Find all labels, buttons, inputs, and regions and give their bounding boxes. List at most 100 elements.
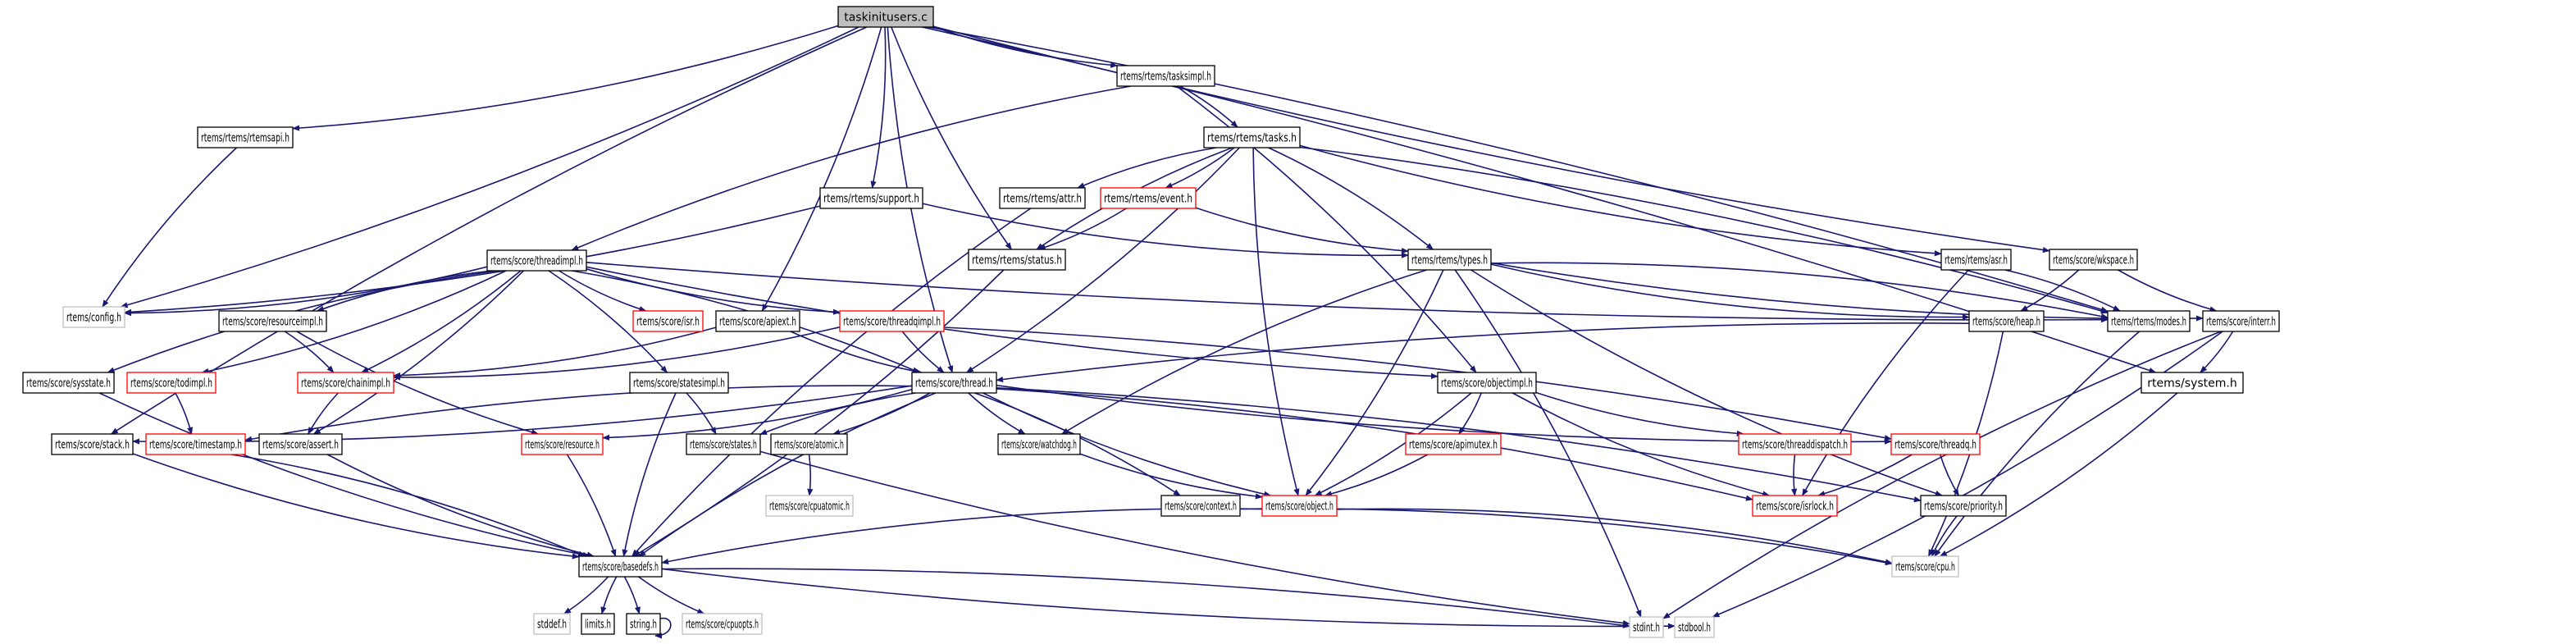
node-box[interactable] — [1891, 555, 1959, 578]
node-isr[interactable]: rtems/score/isr.h — [632, 310, 704, 332]
node-box[interactable] — [1738, 433, 1852, 455]
node-context[interactable]: rtems/score/context.h — [1160, 495, 1241, 517]
node-stdbool[interactable]: stdbool.h — [1674, 616, 1715, 638]
node-todimpl[interactable]: rtems/score/todimpl.h — [126, 372, 217, 394]
node-box[interactable] — [1407, 249, 1492, 271]
node-box[interactable] — [626, 613, 661, 635]
node-basedefs[interactable]: rtems/score/basedefs.h — [578, 555, 663, 578]
node-stack[interactable]: rtems/score/stack.h — [51, 433, 134, 455]
node-isrlock[interactable]: rtems/score/isrlock.h — [1752, 495, 1838, 517]
node-stddef[interactable]: stddef.h — [533, 613, 571, 635]
node-box[interactable] — [819, 187, 923, 209]
node-box[interactable] — [997, 433, 1081, 455]
node-box[interactable] — [837, 6, 934, 28]
node-stdint[interactable]: stdint.h — [1629, 616, 1664, 638]
node-box[interactable] — [2049, 249, 2138, 271]
node-box[interactable] — [1890, 433, 1981, 455]
node-statesimpl[interactable]: rtems/score/statesimpl.h — [629, 372, 729, 394]
node-box[interactable] — [1940, 249, 2012, 271]
node-chainimpl[interactable]: rtems/score/chainimpl.h — [297, 372, 394, 394]
node-thread[interactable]: rtems/score/thread.h — [911, 372, 997, 394]
node-wkspace[interactable]: rtems/score/wkspace.h — [2049, 249, 2138, 271]
node-box[interactable] — [22, 372, 115, 394]
node-box[interactable] — [999, 187, 1086, 209]
node-box[interactable] — [632, 310, 704, 332]
node-box[interactable] — [62, 306, 125, 328]
node-box[interactable] — [1160, 495, 1241, 517]
node-box[interactable] — [770, 433, 848, 455]
node-resourceimpl[interactable]: rtems/score/resourceimpl.h — [218, 310, 327, 332]
node-states[interactable]: rtems/score/states.h — [686, 433, 761, 455]
node-threaddispatch[interactable]: rtems/score/threaddispatch.h — [1738, 433, 1852, 455]
node-config[interactable]: rtems/config.h — [62, 306, 125, 328]
node-status[interactable]: rtems/rtems/status.h — [968, 249, 1066, 271]
node-box[interactable] — [968, 249, 1066, 271]
node-box[interactable] — [1116, 65, 1215, 87]
node-box[interactable] — [1437, 372, 1537, 394]
node-atomic[interactable]: rtems/score/atomic.h — [770, 433, 848, 455]
node-sysstate[interactable]: rtems/score/sysstate.h — [22, 372, 115, 394]
node-apimutex[interactable]: rtems/score/apimutex.h — [1405, 433, 1502, 455]
node-support[interactable]: rtems/rtems/support.h — [819, 187, 923, 209]
node-root[interactable]: taskinitusers.c — [837, 6, 934, 28]
node-rtemsapi[interactable]: rtems/rtems/rtemsapi.h — [197, 126, 294, 148]
node-timestamp[interactable]: rtems/score/timestamp.h — [145, 433, 246, 455]
node-box[interactable] — [581, 613, 615, 635]
node-box[interactable] — [911, 372, 997, 394]
node-modes[interactable]: rtems/rtems/modes.h — [2107, 310, 2191, 332]
node-box[interactable] — [1261, 495, 1338, 517]
node-tasksimpl[interactable]: rtems/rtems/tasksimpl.h — [1116, 65, 1215, 87]
node-cpuatomic[interactable]: rtems/score/cpuatomic.h — [765, 495, 854, 517]
node-box[interactable] — [1100, 187, 1197, 209]
node-cpu[interactable]: rtems/score/cpu.h — [1891, 555, 1959, 578]
node-box[interactable] — [521, 433, 604, 455]
node-box[interactable] — [629, 372, 729, 394]
node-object[interactable]: rtems/score/object.h — [1261, 495, 1338, 517]
node-box[interactable] — [258, 433, 343, 455]
node-box[interactable] — [839, 310, 945, 332]
node-box[interactable] — [1968, 310, 2045, 332]
node-box[interactable] — [126, 372, 217, 394]
node-box[interactable] — [1203, 126, 1301, 148]
node-box[interactable] — [1629, 616, 1664, 638]
node-apiext[interactable]: rtems/score/apiext.h — [715, 310, 800, 332]
node-event[interactable]: rtems/rtems/event.h — [1100, 187, 1197, 209]
node-string[interactable]: string.h — [626, 613, 661, 635]
node-threadqimpl[interactable]: rtems/score/threadqimpl.h — [839, 310, 945, 332]
node-box[interactable] — [686, 433, 761, 455]
node-priority[interactable]: rtems/score/priority.h — [1920, 495, 2007, 517]
node-box[interactable] — [1752, 495, 1838, 517]
node-box[interactable] — [2107, 310, 2191, 332]
node-heap[interactable]: rtems/score/heap.h — [1968, 310, 2045, 332]
node-box[interactable] — [51, 433, 134, 455]
node-box[interactable] — [1405, 433, 1502, 455]
node-box[interactable] — [145, 433, 246, 455]
node-box[interactable] — [218, 310, 327, 332]
node-box[interactable] — [486, 249, 587, 272]
node-asr[interactable]: rtems/rtems/asr.h — [1940, 249, 2012, 271]
node-interr[interactable]: rtems/score/interr.h — [2202, 310, 2280, 332]
node-box[interactable] — [2202, 310, 2280, 332]
node-types[interactable]: rtems/rtems/types.h — [1407, 249, 1492, 271]
node-box[interactable] — [765, 495, 854, 517]
node-tasks[interactable]: rtems/rtems/tasks.h — [1203, 126, 1301, 148]
node-threadq[interactable]: rtems/score/threadq.h — [1890, 433, 1981, 455]
node-resource[interactable]: rtems/score/resource.h — [521, 433, 604, 455]
node-box[interactable] — [2141, 372, 2244, 394]
node-box[interactable] — [1674, 616, 1715, 638]
node-watchdog[interactable]: rtems/score/watchdog.h — [997, 433, 1081, 455]
node-box[interactable] — [297, 372, 394, 394]
node-box[interactable] — [1920, 495, 2007, 517]
node-box[interactable] — [197, 126, 294, 148]
node-box[interactable] — [578, 555, 663, 578]
node-system[interactable]: rtems/system.h — [2141, 372, 2244, 394]
node-limits[interactable]: limits.h — [581, 613, 615, 635]
node-threadimpl[interactable]: rtems/score/threadimpl.h — [486, 249, 587, 272]
node-cpuopts[interactable]: rtems/score/cpuopts.h — [682, 613, 763, 635]
node-assert[interactable]: rtems/score/assert.h — [258, 433, 343, 455]
node-objectimpl[interactable]: rtems/score/objectimpl.h — [1437, 372, 1537, 394]
node-box[interactable] — [533, 613, 571, 635]
node-box[interactable] — [715, 310, 800, 332]
node-box[interactable] — [682, 613, 763, 635]
node-attr[interactable]: rtems/rtems/attr.h — [999, 187, 1086, 209]
